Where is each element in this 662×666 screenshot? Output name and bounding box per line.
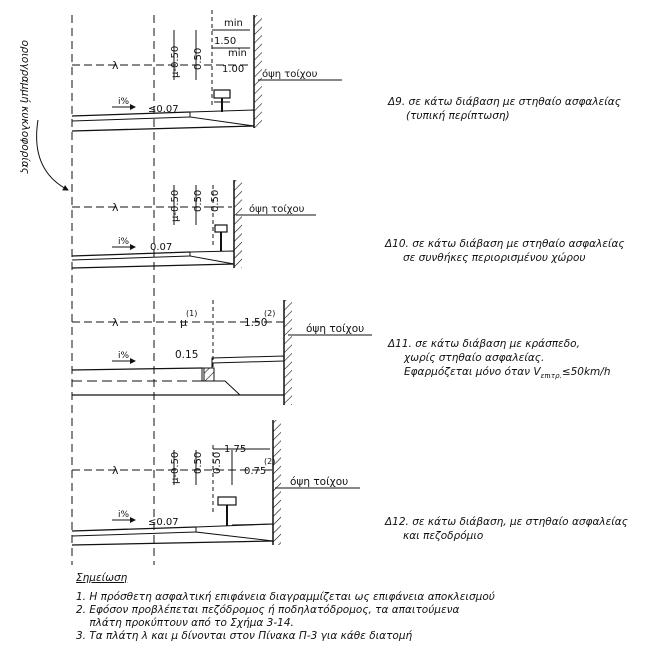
d9-lambda: λ	[112, 59, 119, 72]
caption-d10: Δ10. σε κάτω διάβαση με στηθαίο ασφαλεία…	[385, 237, 625, 265]
panel-d10: λ μ-0.50 0.50 0.50 όψη τοίχου i% 0.07	[71, 180, 316, 269]
d11-lambda: λ	[112, 316, 119, 329]
d9-slope-symbol: i%	[118, 97, 130, 107]
caption-d12-line1: Δ12. σε κάτω διάβαση, με στηθαίο ασφαλεί…	[385, 516, 628, 528]
d12-050b: 0.50	[212, 452, 223, 474]
caption-d9: Δ9. σε κάτω διάβαση με στηθαίο ασφαλείας…	[388, 95, 621, 123]
d12-075: 0.75	[244, 466, 266, 477]
caption-d9-line2: (τυπική περίπτωση)	[406, 110, 510, 122]
caption-d11-line3b: επιτρ.	[540, 372, 562, 381]
d10-050a: 0.50	[193, 190, 204, 212]
d10-lambda: λ	[112, 201, 119, 214]
d12-dim-note: (2)	[264, 457, 275, 466]
notes-list: 1. Η πρόσθετη ασφαλτική επιφάνεια διαγρα…	[76, 591, 495, 643]
d11-slope-symbol: i%	[118, 351, 130, 361]
d10-slope-val: 0.07	[150, 242, 172, 253]
d9-050: 0.50	[193, 48, 204, 70]
note-item-1: 1. Η πρόσθετη ασφαλτική επιφάνεια διαγρα…	[76, 591, 495, 603]
d12-slope-val: ≤0.07	[148, 517, 179, 528]
d10-wall: όψη τοίχου	[249, 203, 305, 215]
note-item-2: 2. Εφόσον προβλέπεται πεζόδρομος ή ποδηλ…	[76, 604, 460, 616]
notes: Σημείωση 1. Η πρόσθετη ασφαλτική επιφάνε…	[76, 572, 495, 643]
caption-d11-line1: Δ11. σε κάτω διάβαση με κράσπεδο,	[388, 338, 580, 350]
panel-d9: λ μ-0.50 0.50 min 1.50 min 1.00 όψη τοίχ…	[71, 10, 342, 132]
d9-wall: όψη τοίχου	[262, 68, 318, 80]
d12-050a: 0.50	[193, 452, 204, 474]
d9-100: 1.00	[222, 64, 244, 75]
caption-d12: Δ12. σε κάτω διάβαση, με στηθαίο ασφαλεί…	[385, 515, 628, 543]
d9-mu: μ-0.50	[170, 46, 181, 78]
d11-wall: όψη τοίχου	[306, 323, 364, 335]
caption-d9-line1: Δ9. σε κάτω διάβαση με στηθαίο ασφαλείας	[388, 96, 621, 108]
caption-d11-line3: Εφαρμόζεται μόνο όταν Vεπιτρ.≤50km/h	[388, 365, 610, 383]
caption-d11-line3a: Εφαρμόζεται μόνο όταν V	[404, 366, 541, 378]
d12-wall: όψη τοίχου	[290, 476, 348, 488]
panel-d12: λ μ-0.50 0.50 0.50 1.75 0.75 (2) όψη τοί…	[71, 420, 360, 546]
caption-d11: Δ11. σε κάτω διάβαση με κράσπεδο, χωρίς …	[388, 337, 610, 383]
d9-min-top: min	[224, 18, 243, 29]
d12-175: 1.75	[224, 444, 246, 455]
side-label: οριογραμμή κυκλοφορίας	[19, 40, 31, 174]
d9-min-mid: min	[228, 48, 247, 59]
d11-mu-note: (1)	[186, 309, 197, 318]
caption-d11-line2: χωρίς στηθαίο ασφαλείας.	[404, 352, 545, 364]
d11-150: 1.50	[244, 317, 267, 329]
d9-slope-val: ≤0.07	[148, 104, 179, 115]
caption-d12-line2: και πεζοδρόμιο	[403, 530, 484, 542]
d10-050b: 0.50	[210, 190, 221, 212]
caption-d10-line2: σε συνθήκες περιορισμένου χώρου	[403, 252, 586, 264]
d10-mu: μ-0.50	[170, 190, 181, 222]
d12-mu: μ-0.50	[170, 452, 181, 484]
d10-slope-symbol: i%	[118, 237, 130, 247]
d12-slope-symbol: i%	[118, 510, 130, 520]
panel-d11: λ μ (1) 1.50 (2) όψη τοίχου 0.15 i%	[71, 300, 372, 405]
caption-d11-line3c: ≤50km/h	[561, 366, 611, 378]
d12-lambda: λ	[112, 464, 119, 477]
notes-title: Σημείωση	[76, 572, 128, 584]
side-label-arrow	[36, 119, 69, 191]
d11-dim-note: (2)	[264, 309, 275, 318]
d9-150: 1.50	[214, 36, 236, 47]
note-item-3: 3. Τα πλάτη λ και μ δίνονται στον Πίνακα…	[76, 630, 413, 642]
note-item-2-cont: πλάτη προκύπτουν από το Σχήμα 3-14.	[76, 617, 294, 629]
caption-d10-line1: Δ10. σε κάτω διάβαση με στηθαίο ασφαλεία…	[385, 238, 625, 250]
d11-mu: μ	[180, 316, 187, 329]
d11-curb: 0.15	[175, 349, 198, 361]
